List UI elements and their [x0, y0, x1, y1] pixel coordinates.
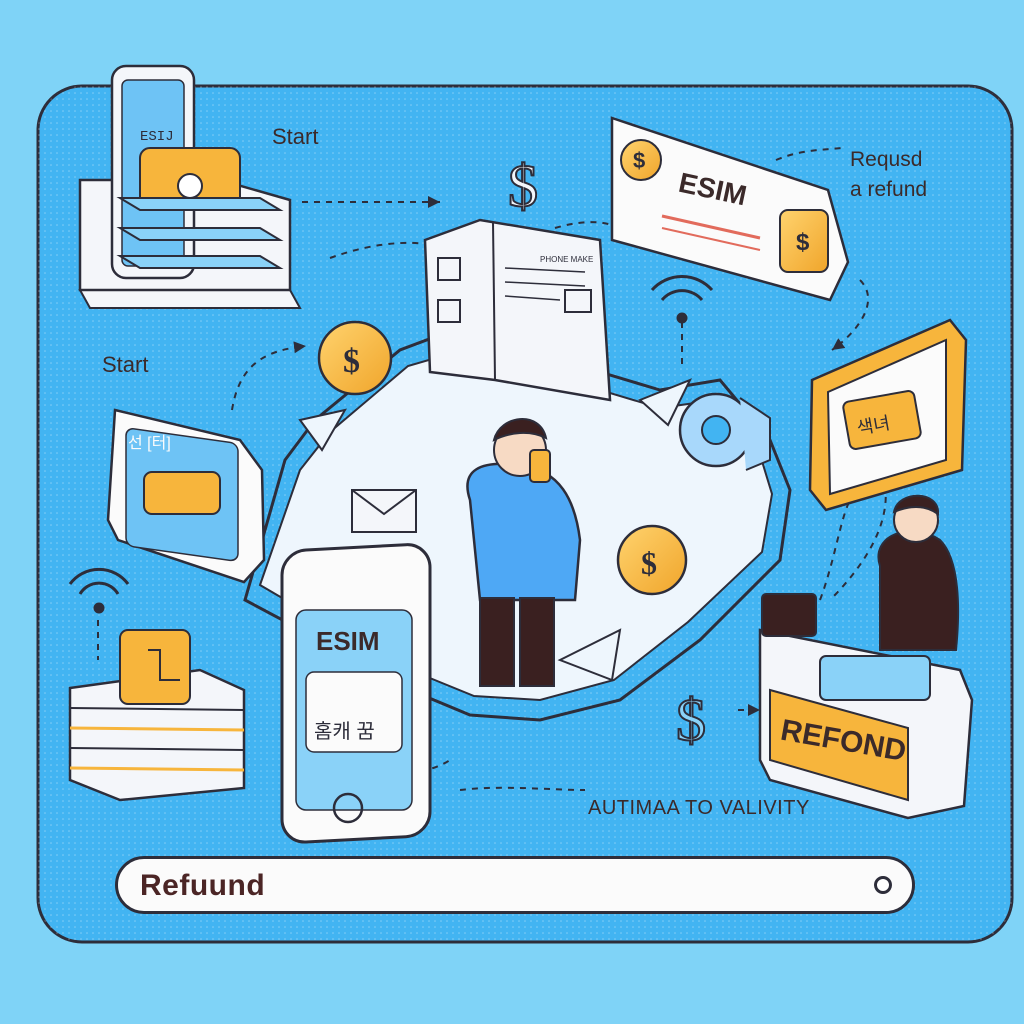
document-header: PHONE MAKE — [540, 255, 593, 264]
left-card: 선 [터] — [106, 408, 266, 584]
refund-search-bar[interactable]: Refuund — [115, 856, 915, 914]
document-card: PHONE MAKE — [423, 218, 612, 402]
sim-card-right: 색녀 — [808, 318, 968, 512]
esim-phone-code: 홈캐 꿈 — [314, 720, 375, 743]
esim-phone-text: ESIM — [316, 626, 380, 656]
svg-text:$: $ — [641, 545, 657, 581]
monitor-code-text: ESIJ — [140, 129, 174, 145]
coin-dollar: $ — [633, 148, 645, 173]
phone-esim: ESIM 홈캐 꿈 — [280, 543, 432, 844]
svg-text:$: $ — [676, 687, 706, 753]
coin-left: $ — [317, 320, 393, 396]
label-start-left: Start — [102, 352, 149, 377]
left-card-code: 선 [터] — [128, 434, 171, 452]
label-request-line2: a refund — [850, 178, 928, 201]
gear-icon — [678, 392, 771, 471]
refund-counter: REFOND — [758, 494, 974, 820]
label-request-refund: Requsd a refund — [850, 145, 927, 205]
refund-search-value: Refuund — [140, 869, 266, 902]
dollar-icon: $ — [507, 152, 539, 220]
wifi-icon-left — [68, 567, 130, 614]
coin-right: $ — [616, 524, 688, 596]
svg-text:$: $ — [508, 153, 538, 219]
card-dollar: $ — [796, 229, 810, 256]
label-automation: AUTIMAA TO VALIVITY — [588, 797, 810, 819]
label-start-top: Start — [272, 124, 319, 149]
wifi-icon — [650, 275, 714, 324]
label-request-line1: Requsd — [850, 148, 923, 171]
search-toggle-icon[interactable] — [874, 876, 892, 894]
kiosk-monitor: ESIJ — [78, 64, 302, 309]
dollar-icon-bottom: $ — [675, 686, 707, 754]
svg-text:$: $ — [343, 343, 360, 380]
esim-top-card: $ ESIM $ — [610, 116, 850, 302]
envelope-icon — [351, 489, 417, 533]
sim-stack — [68, 629, 246, 802]
person-on-phone — [466, 418, 582, 687]
